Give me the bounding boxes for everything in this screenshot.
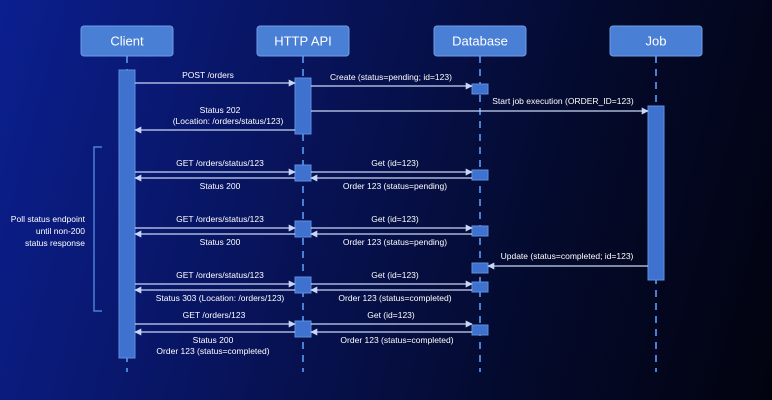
api-activation-4 bbox=[294, 276, 312, 294]
msg-final-get-label: GET /orders/123 bbox=[183, 310, 246, 320]
poll-bracket bbox=[93, 146, 102, 312]
msg-post-orders-label: POST /orders bbox=[182, 70, 234, 80]
actor-client-label: Client bbox=[110, 33, 144, 48]
db-activation-3 bbox=[471, 225, 489, 237]
msg-poll3-dbresp-label: Order 123 (status=completed) bbox=[338, 293, 451, 303]
actor-http-api: HTTP API bbox=[256, 25, 350, 57]
msg-poll2-status-label: Status 200 bbox=[200, 237, 241, 247]
msg-poll1-dbresp-label: Order 123 (status=pending) bbox=[343, 181, 447, 191]
msg-create-label: Create (status=pending; id=123) bbox=[330, 72, 452, 82]
msg-status202-label-1: Status 202 bbox=[200, 105, 241, 115]
actor-job-label: Job bbox=[646, 33, 667, 48]
msg-poll2-dbresp-label: Order 123 (status=pending) bbox=[343, 237, 447, 247]
api-activation-2 bbox=[294, 164, 312, 182]
db-activation-5 bbox=[471, 281, 489, 293]
api-activation-5 bbox=[294, 320, 312, 338]
poll-note-line3: status response bbox=[25, 238, 85, 248]
api-activation-3 bbox=[294, 220, 312, 238]
msg-poll3-dbget-label: Get (id=123) bbox=[371, 270, 419, 280]
msg-poll2-dbget-label: Get (id=123) bbox=[371, 214, 419, 224]
msg-status202-label-2: (Location: /orders/status/123) bbox=[173, 116, 284, 126]
actor-job: Job bbox=[609, 25, 703, 57]
job-activation bbox=[647, 105, 665, 281]
msg-poll1-get-label: GET /orders/status/123 bbox=[176, 158, 264, 168]
db-activation-4 bbox=[471, 262, 489, 274]
msg-poll1-dbget-label: Get (id=123) bbox=[371, 158, 419, 168]
client-activation bbox=[118, 69, 136, 359]
api-activation-1 bbox=[294, 77, 312, 135]
actor-database-label: Database bbox=[452, 33, 508, 48]
msg-poll1-status-label: Status 200 bbox=[200, 181, 241, 191]
actor-client: Client bbox=[80, 25, 174, 57]
msg-final-dbresp-label: Order 123 (status=completed) bbox=[340, 335, 453, 345]
msg-final-status-label-2: Order 123 (status=completed) bbox=[156, 346, 269, 356]
msg-poll3-get-label: GET /orders/status/123 bbox=[176, 270, 264, 280]
msg-final-dbget-label: Get (id=123) bbox=[367, 310, 415, 320]
db-activation-6 bbox=[471, 324, 489, 336]
msg-update-label: Update (status=completed; id=123) bbox=[501, 251, 634, 261]
msg-start-job-label: Start job execution (ORDER_ID=123) bbox=[492, 96, 634, 106]
db-activation-1 bbox=[471, 83, 489, 95]
actor-database: Database bbox=[433, 25, 527, 57]
poll-note-line1: Poll status endpoint bbox=[11, 214, 86, 224]
msg-final-status-label-1: Status 200 bbox=[193, 335, 234, 345]
db-activation-2 bbox=[471, 169, 489, 181]
poll-note-line2: until non-200 bbox=[36, 226, 85, 236]
msg-poll2-get-label: GET /orders/status/123 bbox=[176, 214, 264, 224]
actor-api-label: HTTP API bbox=[274, 33, 332, 48]
msg-poll3-status-label: Status 303 (Location: /orders/123) bbox=[156, 293, 285, 303]
